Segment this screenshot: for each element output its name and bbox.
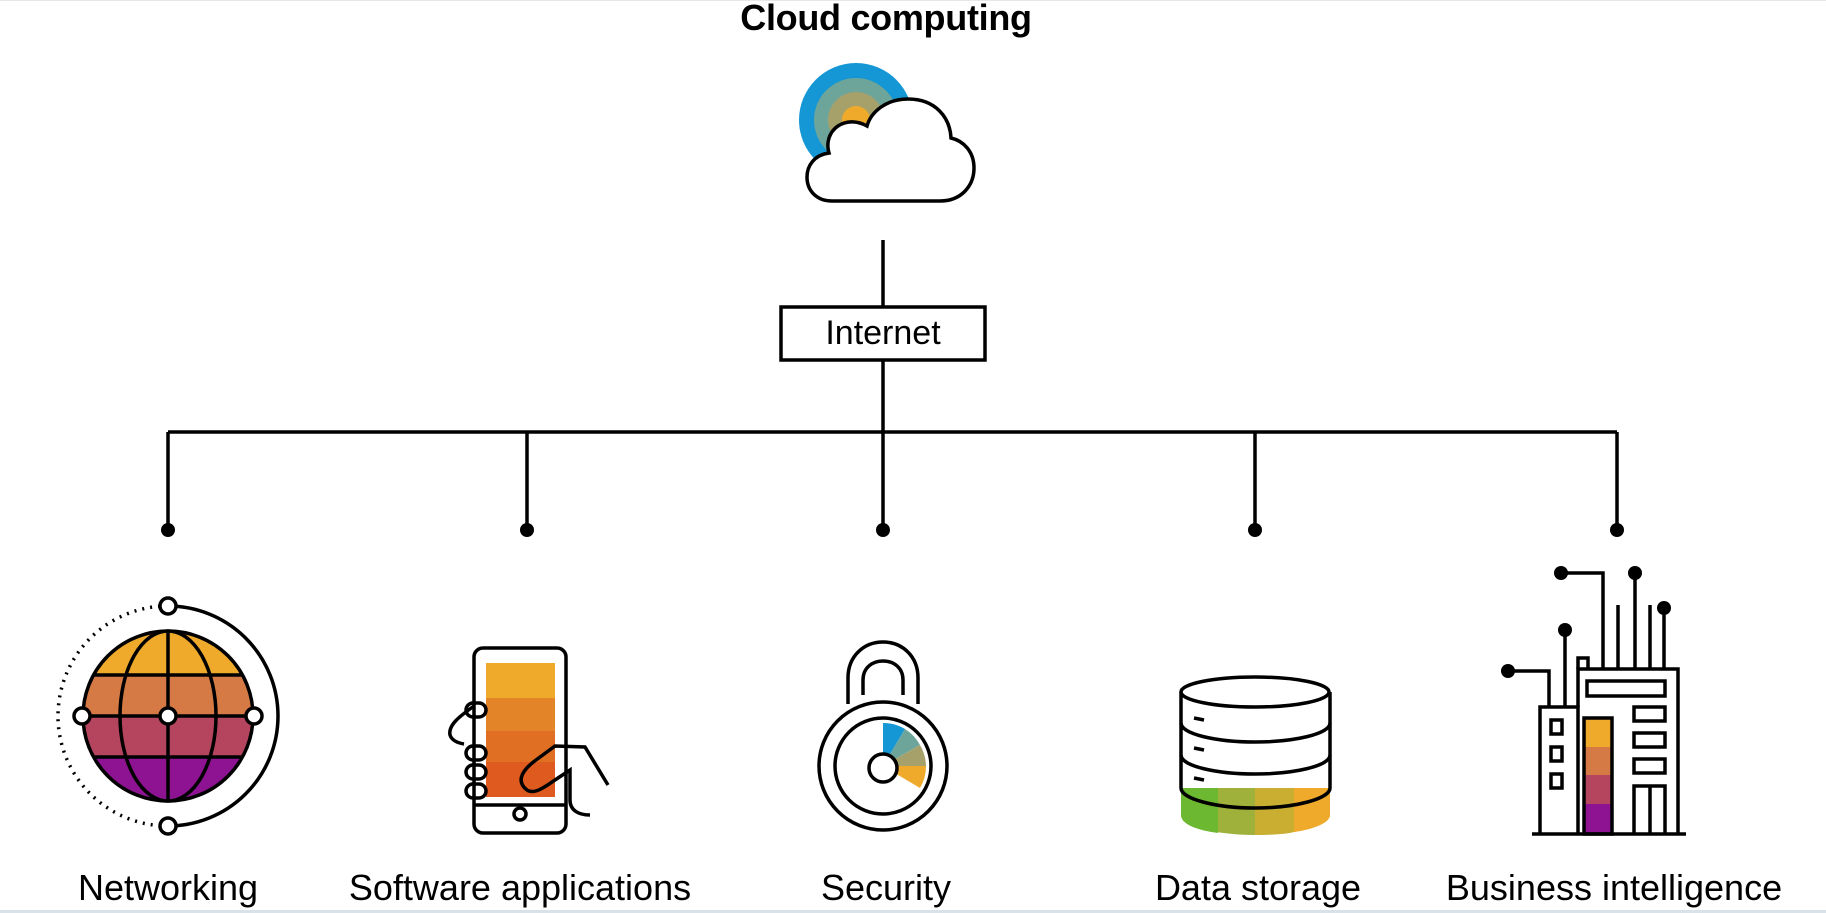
globe-icon bbox=[56, 596, 280, 836]
cloud-icon bbox=[799, 63, 976, 203]
connector-endpoints bbox=[161, 523, 1624, 537]
internet-box bbox=[779, 305, 987, 362]
top-border bbox=[0, 0, 1826, 1]
diagram-title: Cloud computing bbox=[740, 0, 1032, 38]
data-storage-label: Data storage bbox=[1154, 867, 1362, 908]
connector-lines bbox=[166, 240, 1619, 530]
database-icon bbox=[1179, 675, 1332, 835]
security-label: Security bbox=[820, 867, 952, 908]
business-intelligence-label: Business intelligence bbox=[1445, 867, 1783, 908]
software-applications-label: Software applications bbox=[348, 867, 692, 908]
networking-label: Networking bbox=[77, 867, 259, 908]
internet-label: Internet bbox=[825, 314, 941, 352]
office-building-icon bbox=[1501, 566, 1686, 836]
padlock-icon bbox=[817, 640, 949, 832]
bottom-border bbox=[0, 910, 1826, 913]
smartphone-icon bbox=[448, 646, 610, 835]
